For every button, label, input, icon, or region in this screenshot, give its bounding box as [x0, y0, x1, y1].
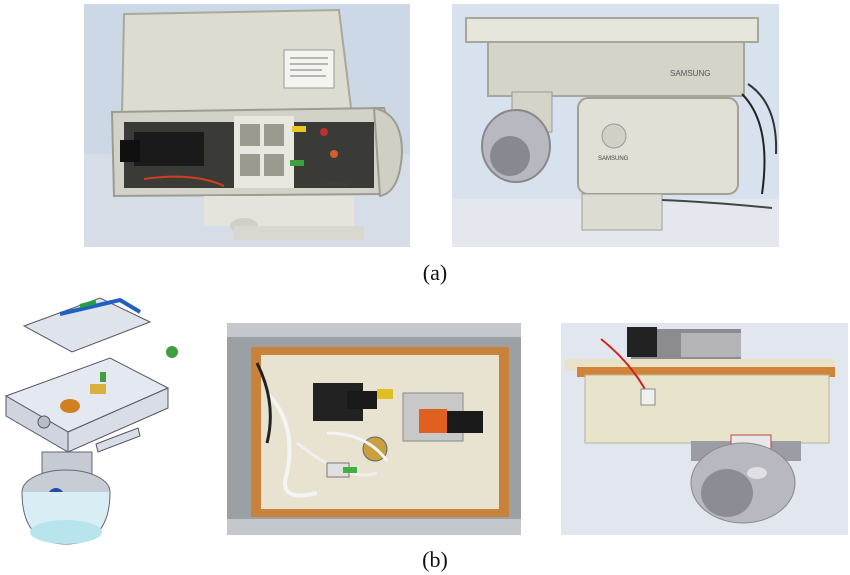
photo-open-housing: SAMSUNG	[84, 4, 410, 247]
caption-b: (b)	[422, 547, 448, 572]
pan-tilt-plate-text: SAMSUNG	[598, 156, 629, 162]
photo-mounted-dome	[561, 323, 848, 535]
pan-tilt-image: SAMSUNG SAMSUNG	[452, 4, 779, 247]
caption-a: (a)	[422, 260, 448, 285]
cad-model-image	[0, 292, 190, 548]
photo-box-top-view	[227, 323, 521, 535]
housing-brand-label: SAMSUNG	[670, 69, 710, 78]
photo-pan-tilt-housing: SAMSUNG SAMSUNG	[452, 4, 779, 247]
housing-brand-text: SAMSUNG	[320, 182, 351, 188]
box-top-view-image	[227, 323, 521, 535]
photo-cad-model	[0, 292, 190, 548]
mounted-dome-image	[561, 323, 848, 535]
open-housing-image: SAMSUNG	[84, 4, 410, 247]
